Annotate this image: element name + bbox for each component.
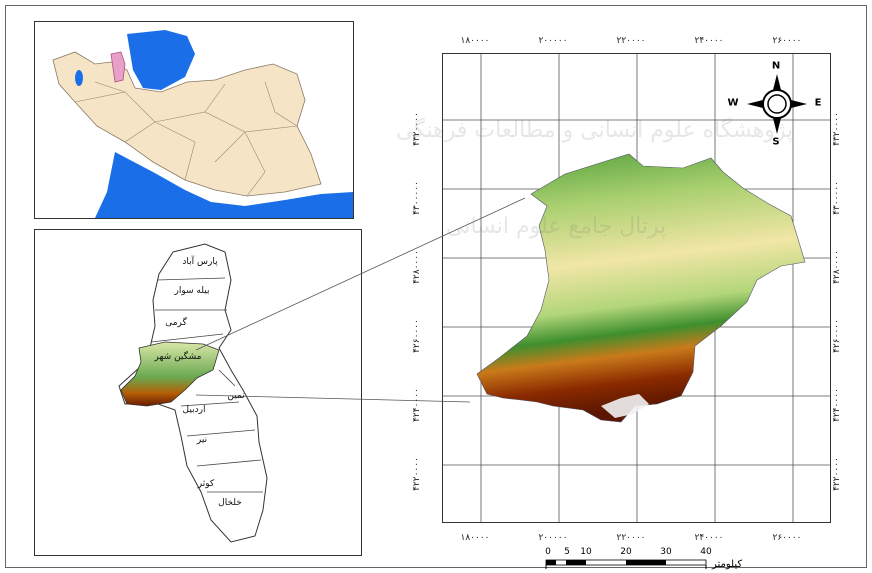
county-line xyxy=(186,429,256,437)
x-tick-bottom-1: ۱۸۰۰۰۰ xyxy=(460,533,490,543)
x-tick-bottom-2: ۲۰۰۰۰۰ xyxy=(538,533,568,543)
county-label: اردبیل xyxy=(182,405,206,415)
y-tick-right-6: ۴۲۲۰۰۰۰ xyxy=(831,457,842,491)
lake-urmia xyxy=(75,70,83,86)
y-tick-left-4: ۴۲۶۰۰۰۰ xyxy=(411,319,422,353)
county-line xyxy=(196,459,262,467)
y-tick-right-2: ۴۳۰۰۰۰۰ xyxy=(831,181,842,215)
scale-label-20: 20 xyxy=(620,547,632,557)
county-label: نیر xyxy=(196,435,208,445)
county-label: کوثر xyxy=(197,479,215,489)
scale-label-10: 10 xyxy=(580,547,592,557)
main-dem-map xyxy=(442,53,831,523)
county-label: بیله سوار xyxy=(174,286,210,296)
x-tick-top-2: ۲۰۰۰۰۰ xyxy=(538,36,568,46)
caspian-sea xyxy=(127,30,195,90)
county-label: پارس آباد xyxy=(182,257,218,267)
ardabil-highlight xyxy=(110,51,126,83)
x-tick-top-5: ۲۶۰۰۰۰ xyxy=(772,36,802,46)
scale-label-30: 30 xyxy=(660,547,672,557)
x-tick-top-3: ۲۲۰۰۰۰ xyxy=(616,36,646,46)
y-tick-left-5: ۴۲۴۰۰۰۰ xyxy=(411,388,422,422)
county-label: نمین xyxy=(227,391,245,401)
x-tick-top-4: ۲۴۰۰۰۰ xyxy=(694,36,724,46)
y-tick-left-1: ۴۳۲۰۰۰۰ xyxy=(411,112,422,146)
y-tick-right-3: ۴۲۸۰۰۰۰ xyxy=(831,250,842,284)
county-label: مشگین شهر xyxy=(154,352,202,362)
scale-label-40: 40 xyxy=(700,547,712,557)
y-tick-right-1: ۴۳۲۰۰۰۰ xyxy=(831,112,842,146)
y-tick-right-4: ۴۲۶۰۰۰۰ xyxy=(831,319,842,353)
x-tick-bottom-3: ۲۲۰۰۰۰ xyxy=(616,533,646,543)
scale-label-0: 0 xyxy=(545,547,551,557)
y-tick-right-5: ۴۲۴۰۰۰۰ xyxy=(831,388,842,422)
province-inset xyxy=(34,229,362,556)
x-tick-bottom-4: ۲۴۰۰۰۰ xyxy=(694,533,724,543)
compass-north-label: N xyxy=(771,60,781,72)
scale-unit-label: کیلومتر xyxy=(712,559,743,570)
dem-map-svg xyxy=(443,54,830,522)
county-line xyxy=(180,401,240,407)
compass-east-label: E xyxy=(814,97,822,109)
y-tick-left-2: ۴۳۰۰۰۰۰ xyxy=(411,181,422,215)
y-tick-left-6: ۴۲۲۰۰۰۰ xyxy=(411,457,422,491)
iran-map xyxy=(35,22,353,218)
province-map xyxy=(118,243,268,543)
compass-rose xyxy=(747,74,807,134)
y-tick-left-3: ۴۲۸۰۰۰۰ xyxy=(411,250,422,284)
compass-west-label: W xyxy=(727,97,739,109)
iran-land xyxy=(52,51,322,197)
x-tick-bottom-5: ۲۶۰۰۰۰ xyxy=(772,533,802,543)
iran-locator-inset xyxy=(34,21,354,219)
county-label: خلخال xyxy=(218,498,242,508)
x-tick-top-1: ۱۸۰۰۰۰ xyxy=(460,36,490,46)
scale-label-5: 5 xyxy=(564,547,570,557)
meshgin-shahr-dem xyxy=(476,153,806,423)
county-label: گرمی xyxy=(165,318,187,328)
compass-south-label: S xyxy=(772,136,780,148)
sabalan-peak xyxy=(601,394,649,418)
county-line xyxy=(218,369,236,387)
